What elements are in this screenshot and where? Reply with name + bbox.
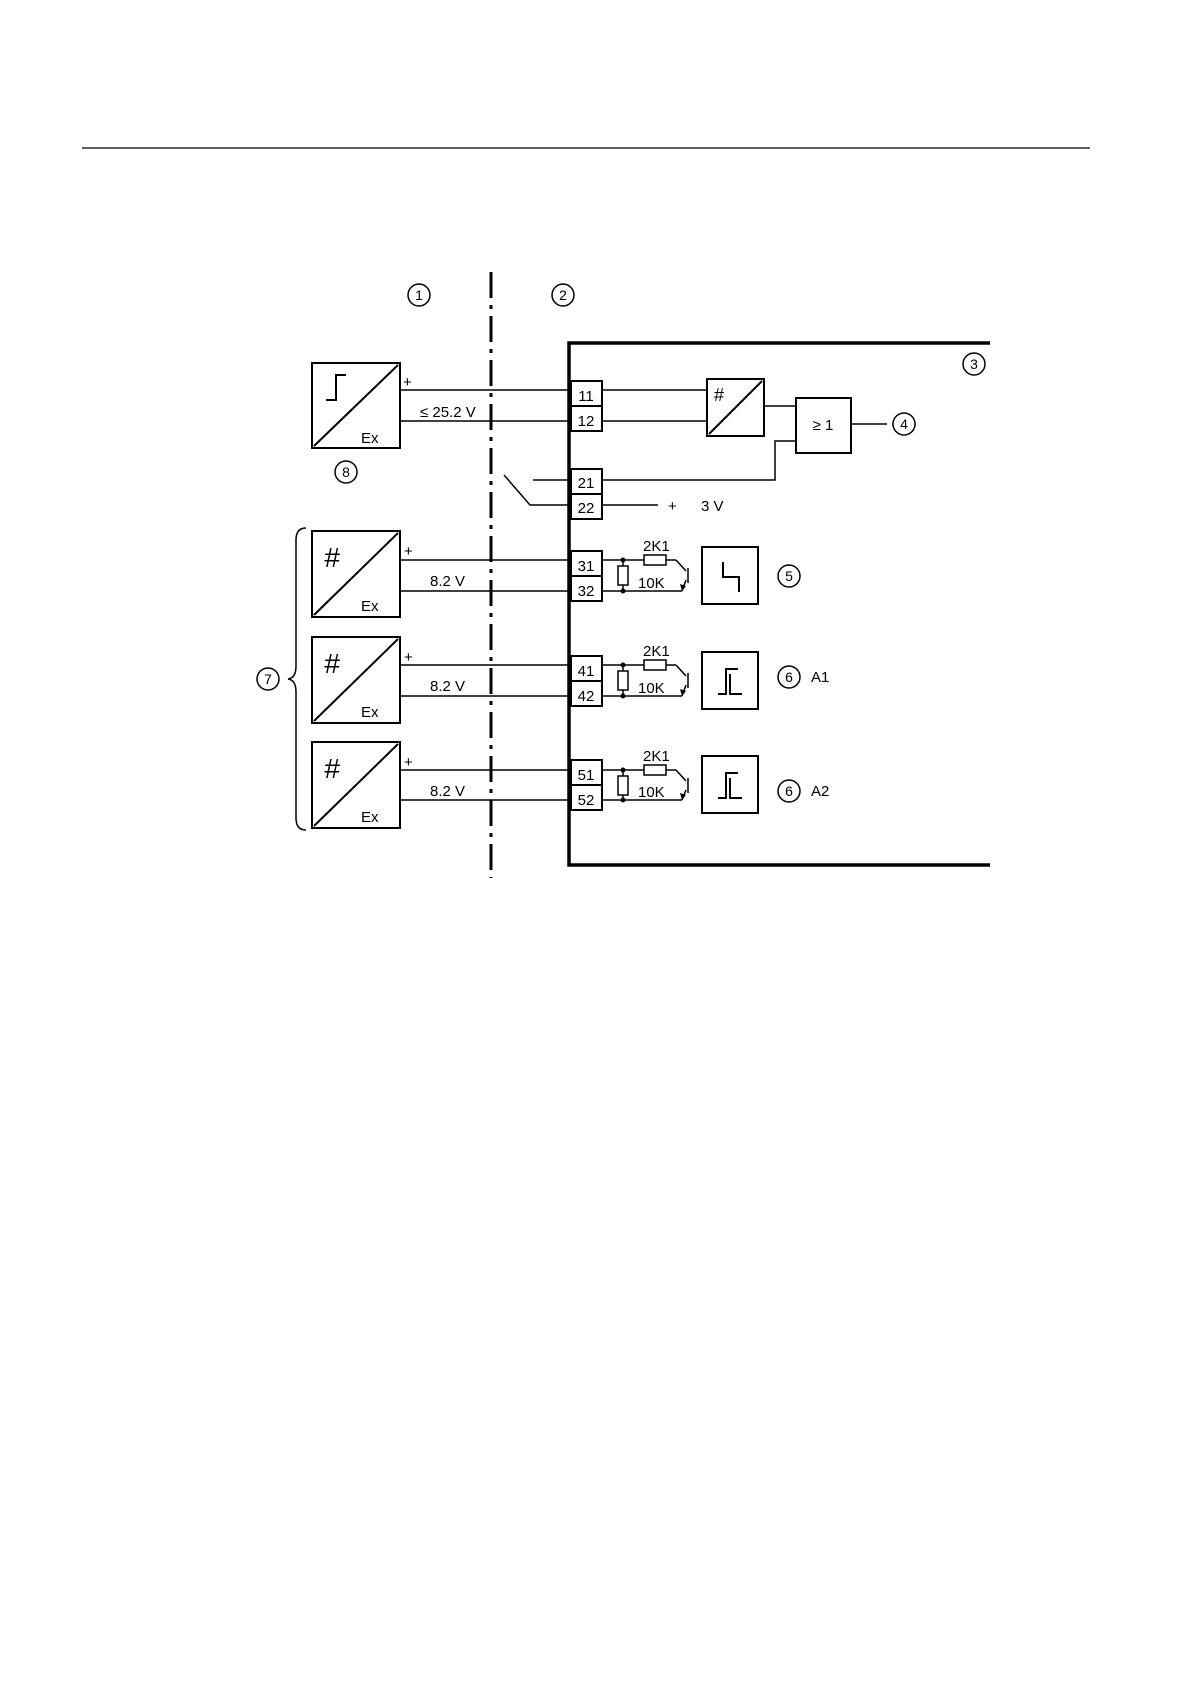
svg-text:4: 4 xyxy=(900,416,908,432)
terminal-22: 22 xyxy=(578,500,595,517)
voltage-label-2: 8.2 V xyxy=(430,678,465,695)
plus-marker-3: + xyxy=(404,754,413,771)
callout-4: 4 xyxy=(893,413,915,435)
resistor-shunt-label-3: 10K xyxy=(638,784,665,801)
terminal-12: 12 xyxy=(578,413,595,430)
callout-6-a1: 6 xyxy=(778,666,800,688)
hash-icon-2: # xyxy=(324,648,340,679)
callout-6-a2: 6 xyxy=(778,780,800,802)
resistor-series-label-3: 2K1 xyxy=(643,748,670,765)
power-voltage-label: ≤ 25.2 V xyxy=(420,404,476,421)
plus-marker: + xyxy=(403,374,412,391)
channel-group-brace xyxy=(288,528,306,830)
svg-text:7: 7 xyxy=(264,671,272,687)
plus-marker-1: + xyxy=(404,543,413,560)
power-supply-device: Ex xyxy=(312,363,400,448)
terminal-block-11-12: 11 12 xyxy=(571,381,602,431)
or-gate: ≥ 1 xyxy=(796,398,851,453)
svg-text:6: 6 xyxy=(785,669,793,685)
hash-icon-3: # xyxy=(324,753,340,784)
callout-8: 8 xyxy=(335,461,357,483)
terminal-block-51-52: 51 52 xyxy=(571,760,602,810)
aux-voltage-label: 3 V xyxy=(701,498,724,515)
terminal-block-41-42: 41 42 xyxy=(571,656,602,706)
svg-text:3: 3 xyxy=(970,356,978,372)
callout-7: 7 xyxy=(257,668,279,690)
ex-label-2: Ex xyxy=(361,704,379,721)
ex-label-3: Ex xyxy=(361,809,379,826)
voltage-label-3: 8.2 V xyxy=(430,783,465,800)
sensor-device-2: # Ex xyxy=(312,637,400,723)
converter-hash-icon: # xyxy=(714,385,724,405)
internal-converter: # xyxy=(707,379,764,436)
terminal-31: 31 xyxy=(578,558,595,575)
svg-text:5: 5 xyxy=(785,568,793,584)
terminal-32: 32 xyxy=(578,583,595,600)
output-a2-label: A2 xyxy=(811,783,829,800)
callout-3: 3 xyxy=(963,353,985,375)
terminal-block-31-32: 31 32 xyxy=(571,551,602,601)
output-block-5 xyxy=(702,547,758,604)
terminal-41: 41 xyxy=(578,663,595,680)
callout-5: 5 xyxy=(778,565,800,587)
terminal-51: 51 xyxy=(578,767,595,784)
callout-1: 1 xyxy=(408,284,430,306)
output-a1-label: A1 xyxy=(811,669,829,686)
hash-icon-1: # xyxy=(324,542,340,573)
svg-text:6: 6 xyxy=(785,783,793,799)
terminal-21: 21 xyxy=(578,475,595,492)
aux-plus-marker: + xyxy=(668,498,677,515)
callout-2: 2 xyxy=(552,284,574,306)
output-block-a2 xyxy=(702,756,758,813)
sensor-device-3: # Ex xyxy=(312,742,400,828)
terminal-11: 11 xyxy=(578,388,594,405)
svg-text:1: 1 xyxy=(415,287,423,303)
resistor-shunt-label-2: 10K xyxy=(638,680,665,697)
terminal-42: 42 xyxy=(578,688,595,705)
output-block-a1 xyxy=(702,652,758,709)
resistor-shunt-label-1: 10K xyxy=(638,575,665,592)
or-gate-label: ≥ 1 xyxy=(813,417,834,434)
resistor-series-label-2: 2K1 xyxy=(643,643,670,660)
terminal-block-21-22: 21 22 xyxy=(571,469,602,519)
svg-text:8: 8 xyxy=(342,464,350,480)
svg-text:2: 2 xyxy=(559,287,567,303)
terminal-52: 52 xyxy=(578,792,595,809)
sensor-device-1: # Ex xyxy=(312,531,400,617)
ex-label-1: Ex xyxy=(361,598,379,615)
voltage-label-1: 8.2 V xyxy=(430,573,465,590)
resistor-series-label-1: 2K1 xyxy=(643,538,670,555)
plus-marker-2: + xyxy=(404,649,413,666)
ex-label: Ex xyxy=(361,430,379,447)
